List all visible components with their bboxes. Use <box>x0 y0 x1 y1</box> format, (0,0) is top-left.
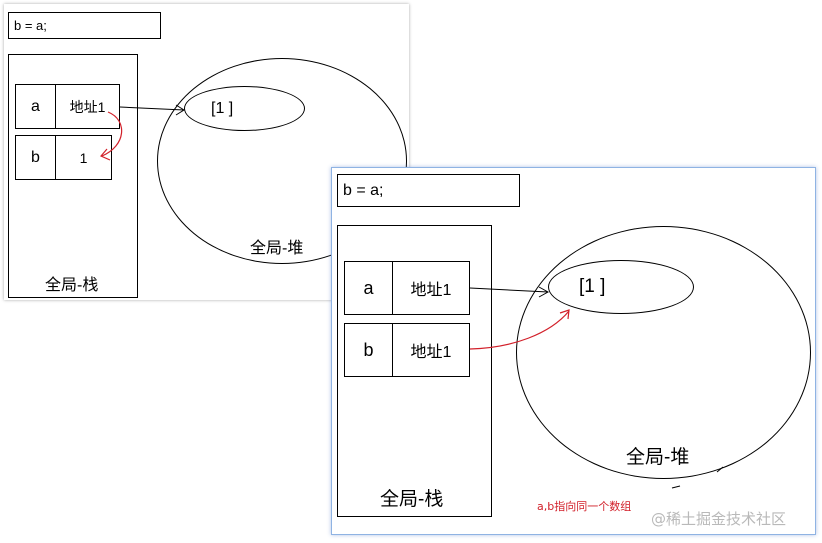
stack-var-b-name: b <box>15 135 56 180</box>
stack-var-b-value: 地址1 <box>392 323 470 377</box>
code-text: b = a; <box>343 181 384 199</box>
heap-ellipse <box>157 58 407 264</box>
heap-label: 全局-堆 <box>250 240 304 257</box>
shared-reference-note: a,b指向同一个数组 <box>537 500 632 513</box>
code-text: b = a; <box>14 18 47 33</box>
heap-label: 全局-堆 <box>626 447 690 468</box>
stack-label: 全局-栈 <box>45 277 99 294</box>
var-a-name: a <box>31 97 40 115</box>
var-b-value: 地址1 <box>410 344 452 361</box>
stack-var-a-name: a <box>15 84 56 129</box>
var-a-name: a <box>363 277 374 298</box>
var-a-value: 地址1 <box>69 98 106 115</box>
stack-var-b-name: b <box>344 323 393 377</box>
stack-var-a-name: a <box>344 261 393 315</box>
heap-stroke-mark <box>671 485 681 489</box>
var-b-name: b <box>363 339 374 360</box>
array-text: [1 ] <box>579 276 606 297</box>
diagram-after: b = a; a 地址1 b 地址1 全局-栈 [1 ] 全局-堆 a,b指向同… <box>331 167 816 535</box>
array-ellipse: [1 ] <box>184 86 305 131</box>
stack-label: 全局-栈 <box>380 489 444 510</box>
diagram-before: b = a; a 地址1 b 1 全局-栈 [1 ] 全局-堆 <box>4 4 409 300</box>
array-ellipse: [1 ] <box>548 260 694 314</box>
var-b-name: b <box>31 148 40 166</box>
stack-var-a-value: 地址1 <box>392 261 470 315</box>
stack-var-a-value: 地址1 <box>55 84 120 129</box>
array-text: [1 ] <box>211 99 234 117</box>
code-box: b = a; <box>8 12 161 39</box>
code-box: b = a; <box>337 174 520 207</box>
stack-var-b-value: 1 <box>55 135 112 180</box>
var-b-value: 1 <box>79 149 88 166</box>
watermark: @稀土掘金技术社区 <box>651 510 787 528</box>
var-a-value: 地址1 <box>410 282 452 299</box>
heap-ellipse <box>516 226 811 479</box>
